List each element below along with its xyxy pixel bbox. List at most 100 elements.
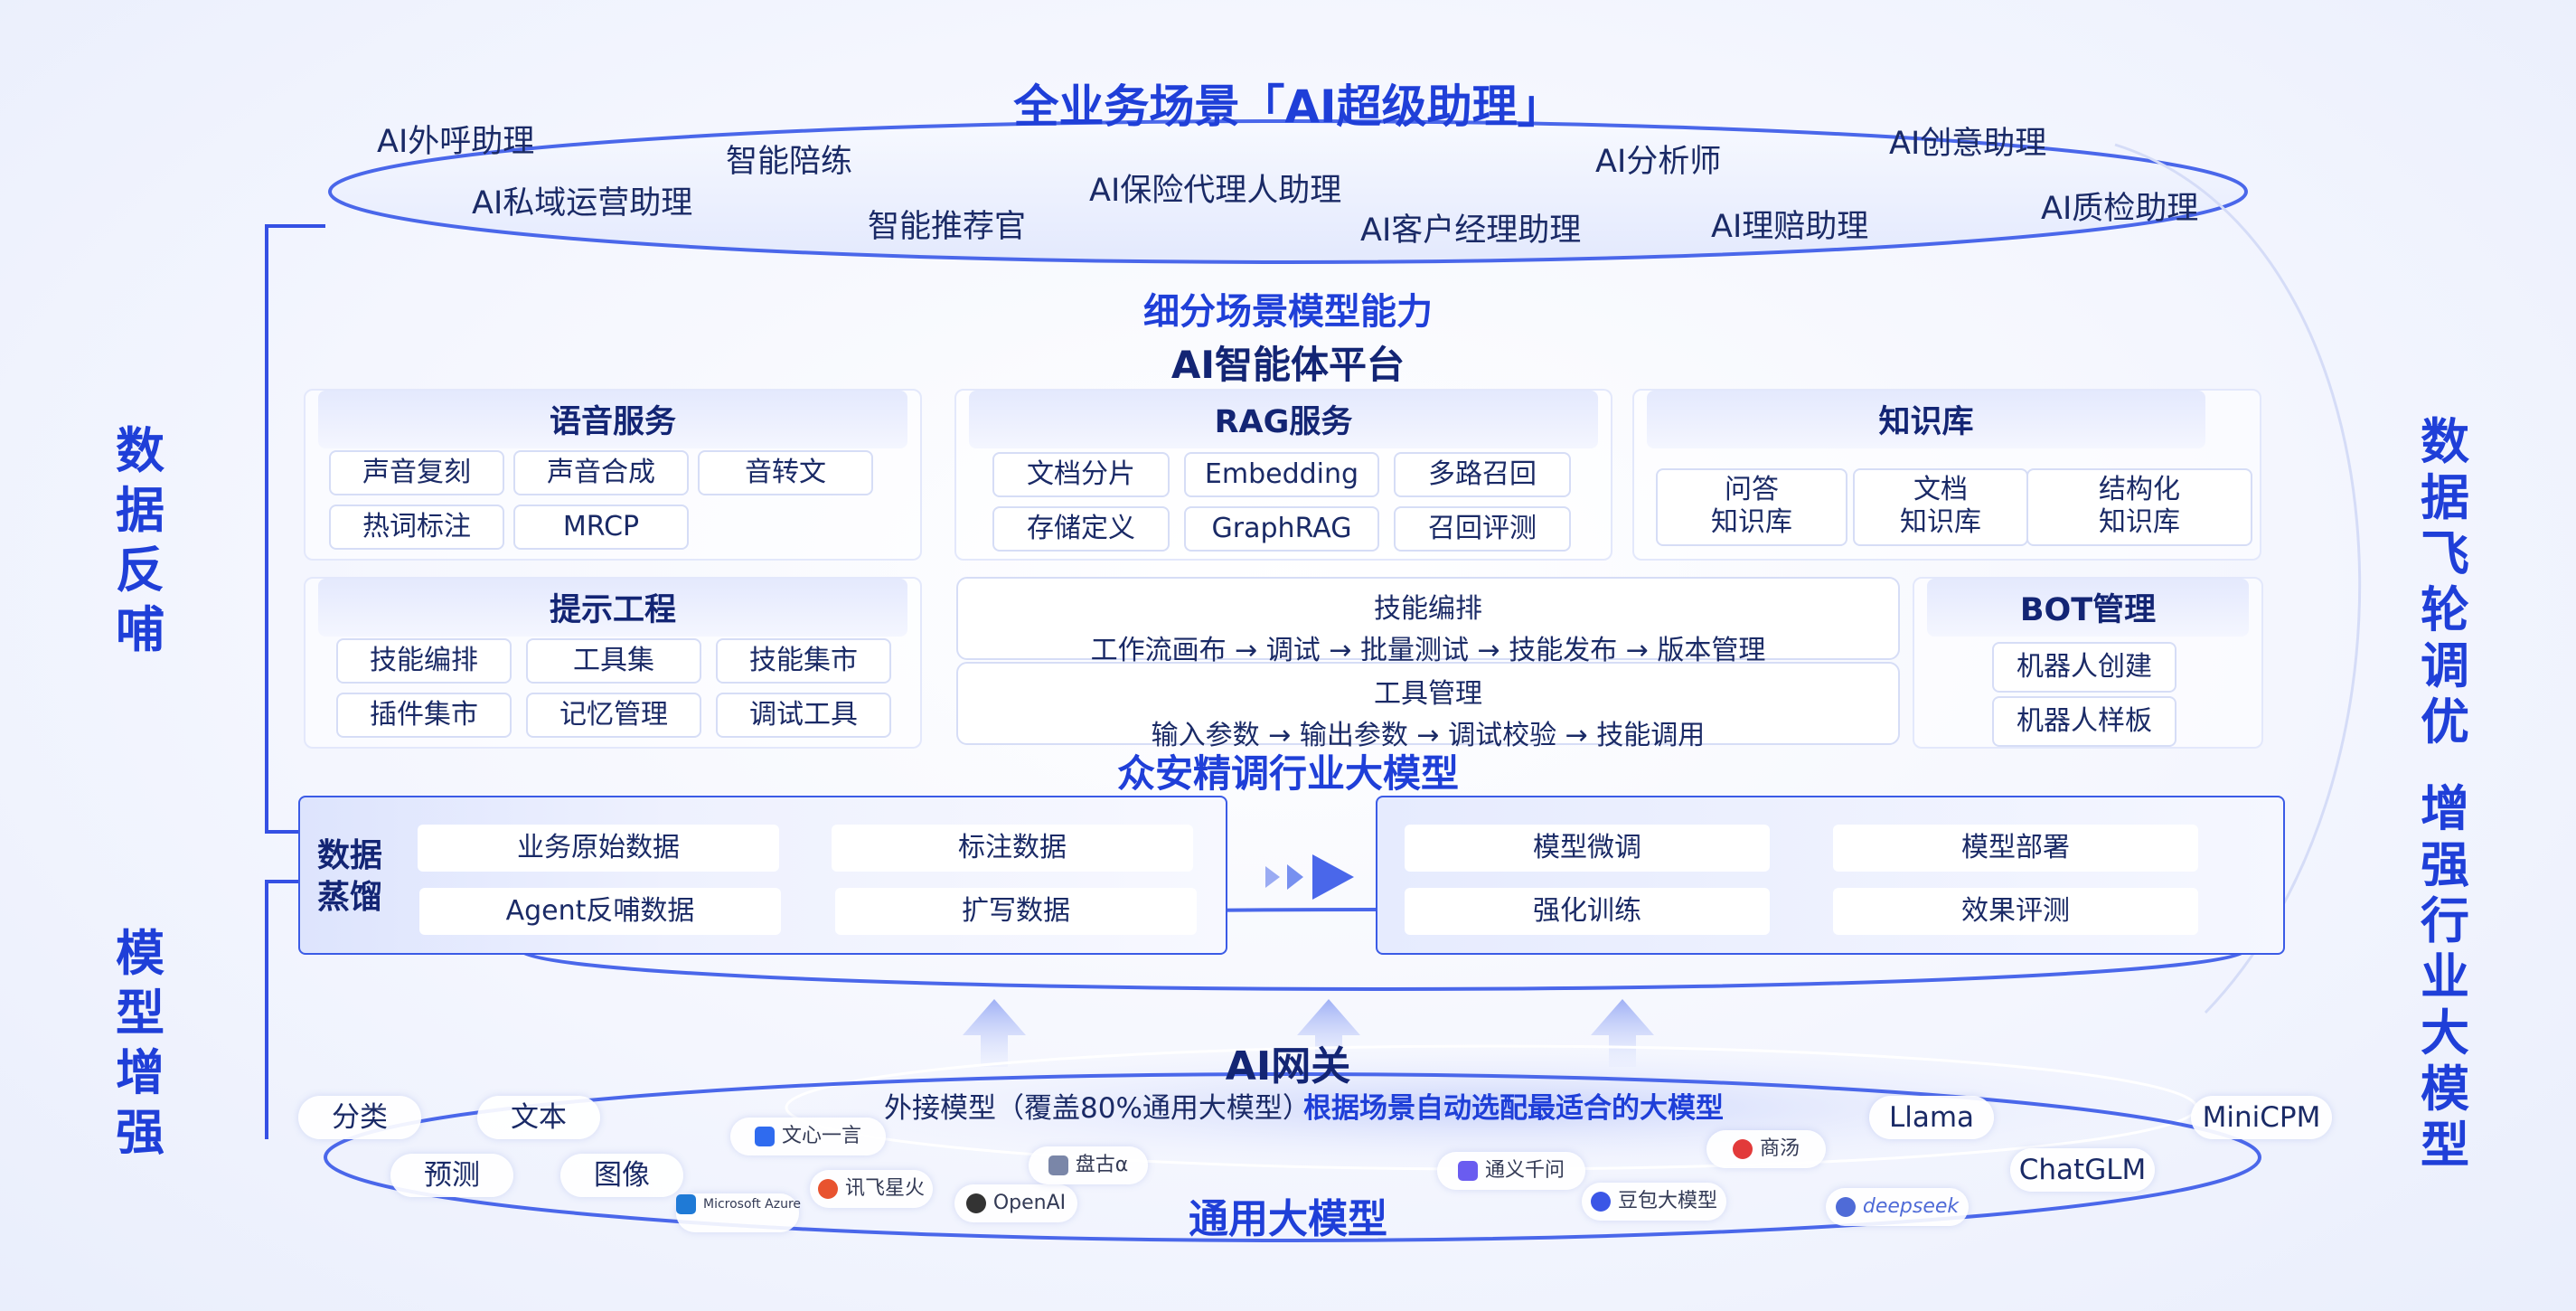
data-item: Agent反哺数据	[419, 888, 781, 935]
voice-service-panel: 语音服务 声音复刻 声音合成 音转文 热词标注 MRCP	[304, 389, 922, 561]
task-chip: 预测	[390, 1154, 513, 1197]
prompt-item: 插件集市	[336, 693, 512, 738]
voice-item: 声音合成	[513, 450, 689, 495]
prompt-item: 调试工具	[716, 693, 891, 738]
platform-title: AI智能体平台	[1170, 343, 1406, 387]
right-arc	[2114, 143, 2362, 1014]
voice-service-title: 语音服务	[318, 391, 907, 448]
assistant-tag: 智能推荐官	[868, 209, 1027, 245]
top-title: 全业务场景「AI超级助理」	[1013, 80, 1563, 133]
model-logo-tongyi: 通义千问	[1437, 1152, 1585, 1190]
model-logo-sensetime: 商汤	[1706, 1130, 1826, 1168]
top-ellipse	[328, 119, 2248, 264]
voice-item: MRCP	[513, 505, 689, 550]
model-logo-azure: Microsoft Azure	[676, 1193, 801, 1232]
model-logo-openai: OpenAI	[954, 1184, 1077, 1222]
assistant-tag: AI创意助理	[1889, 126, 2047, 162]
chevron-2	[1287, 864, 1303, 890]
wenxin-logo-icon	[754, 1127, 775, 1146]
up-arrow-2	[1297, 999, 1360, 1067]
assistant-tag: AI分析师	[1595, 144, 1722, 180]
tool-management-title: 工具管理	[1374, 678, 1482, 710]
data-distill-label: 数据蒸馏	[316, 837, 382, 916]
assistant-tag: AI理赔助理	[1711, 209, 1869, 245]
chevron-1	[1265, 866, 1280, 888]
platform-subtitle: 细分场景模型能力	[1143, 291, 1433, 333]
assistant-tag: AI私域运营助理	[472, 185, 693, 222]
sensetime-logo-icon	[1732, 1139, 1753, 1159]
ai-gateway-title: AI网关	[1225, 1043, 1351, 1089]
gateway-sub-right: 根据场景自动选配最适合的大模型	[1303, 1092, 1724, 1125]
model-item: 强化训练	[1405, 888, 1770, 935]
rag-item: GraphRAG	[1184, 506, 1379, 552]
skill-orchestration-title: 技能编排	[1374, 593, 1482, 625]
kb-item: 问答知识库	[1656, 468, 1847, 546]
rag-service-title: RAG服务	[969, 391, 1598, 448]
prompt-item: 技能编排	[336, 638, 512, 684]
rag-item: 召回评测	[1394, 506, 1571, 552]
rag-item: 多路召回	[1394, 452, 1571, 497]
bot-management-panel: BOT管理 机器人创建 机器人样板	[1913, 577, 2263, 749]
doubao-logo-icon	[1590, 1192, 1611, 1212]
assistant-tag: AI外呼助理	[377, 124, 535, 160]
voice-item: 音转文	[698, 450, 873, 495]
model-chip: Llama	[1869, 1096, 1994, 1139]
data-item: 标注数据	[832, 825, 1193, 872]
deepseek-logo-icon	[1835, 1197, 1856, 1217]
assistant-tag: AI保险代理人助理	[1089, 173, 1342, 209]
voice-item: 热词标注	[329, 505, 504, 550]
kb-item: 结构化知识库	[2026, 468, 2252, 546]
data-item: 业务原始数据	[418, 825, 779, 872]
assistant-tag: 智能陪练	[726, 144, 853, 180]
bot-item: 机器人样板	[1992, 696, 2176, 747]
prompt-engineering-panel: 提示工程 技能编排 工具集 技能集市 插件集市 记忆管理 调试工具	[304, 577, 922, 749]
assistant-tag: AI质检助理	[2041, 191, 2199, 227]
up-arrow-1	[963, 999, 1026, 1067]
bot-item: 机器人创建	[1992, 642, 2176, 693]
industry-model-title: 众安精调行业大模型	[1116, 751, 1459, 796]
left-bracket-2	[265, 880, 303, 1139]
skill-orchestration-flow: 工作流画布 → 调试 → 批量测试 → 技能发布 → 版本管理	[1090, 635, 1766, 666]
left-label-feedback: 数据反哺	[116, 422, 165, 658]
left-label-enhance: 模型增强	[116, 925, 165, 1161]
prompt-item: 记忆管理	[526, 693, 701, 738]
prompt-engineering-title: 提示工程	[318, 579, 907, 637]
bot-management-title: BOT管理	[1927, 579, 2249, 637]
openai-logo-icon	[965, 1193, 986, 1213]
model-chip: ChatGLM	[2010, 1148, 2155, 1192]
model-logo-deepseek: deepseek	[1826, 1188, 1969, 1226]
voice-item: 声音复刻	[329, 450, 504, 495]
rag-item: 存储定义	[992, 506, 1170, 552]
xinghuo-logo-icon	[817, 1179, 838, 1199]
rag-item: 文档分片	[992, 452, 1170, 497]
model-logo-doubao: 豆包大模型	[1582, 1183, 1726, 1221]
task-chip: 分类	[298, 1096, 421, 1139]
azure-logo-icon	[676, 1194, 696, 1214]
rag-item: Embedding	[1184, 452, 1379, 497]
knowledge-base-panel: 知识库 问答知识库 文档知识库 结构化知识库	[1632, 389, 2261, 561]
kb-item: 文档知识库	[1853, 468, 2028, 546]
left-bracket	[265, 224, 325, 834]
pangu-logo-icon	[1048, 1155, 1068, 1175]
tool-management-card: 工具管理 输入参数 → 输出参数 → 调试校验 → 技能调用	[956, 662, 1900, 751]
tool-management-flow: 输入参数 → 输出参数 → 调试校验 → 技能调用	[1151, 720, 1706, 751]
model-item: 模型微调	[1405, 825, 1770, 872]
prompt-item: 技能集市	[716, 638, 891, 684]
bottom-ellipse	[324, 1072, 2261, 1242]
right-label-flywheel: 数据飞轮调优 增强行业大模型	[2421, 413, 2469, 1174]
chevron-3	[1312, 854, 1354, 900]
up-arrow-3	[1591, 999, 1654, 1067]
skill-orchestration-card: 技能编排 工作流画布 → 调试 → 批量测试 → 技能发布 → 版本管理	[956, 577, 1900, 666]
tongyi-logo-icon	[1457, 1161, 1478, 1181]
rag-service-panel: RAG服务 文档分片 Embedding 多路召回 存储定义 GraphRAG …	[954, 389, 1612, 561]
task-chip: 文本	[477, 1096, 600, 1139]
assistant-tag: AI客户经理助理	[1360, 212, 1582, 249]
general-model-title: 通用大模型	[1189, 1196, 1387, 1242]
model-item: 效果评测	[1833, 888, 2198, 935]
model-chip: MiniCPM	[2191, 1096, 2332, 1139]
model-logo-wenxin: 文心一言	[730, 1118, 886, 1155]
knowledge-base-title: 知识库	[1647, 391, 2205, 448]
model-training-box: 模型微调 强化训练 模型部署 效果评测	[1376, 796, 2285, 955]
prompt-item: 工具集	[526, 638, 701, 684]
gateway-sub-left: 外接模型（覆盖80%通用大模型）	[884, 1092, 1311, 1125]
